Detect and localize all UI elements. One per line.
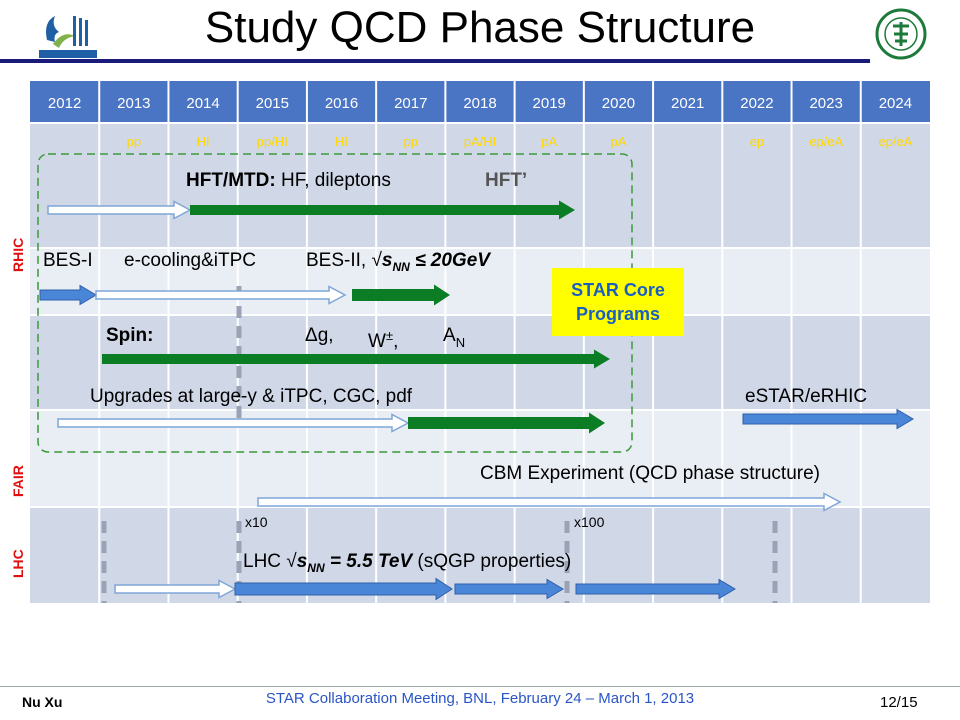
beam-species: pA/HI xyxy=(464,134,497,149)
blue-arrow xyxy=(39,284,97,306)
hft-prime-label: HFT’ xyxy=(485,170,528,191)
grid-row xyxy=(30,123,930,248)
footer-author: Nu Xu xyxy=(22,694,63,710)
green-arrow xyxy=(102,349,610,369)
footer-meeting: STAR Collaboration Meeting, BNL, Februar… xyxy=(265,690,695,707)
star-core-line2: Programs xyxy=(575,304,661,324)
beam-species: pA xyxy=(611,134,627,149)
blue-arrow xyxy=(575,578,736,600)
x10-label: x10 xyxy=(245,514,268,530)
beam-species: pA xyxy=(541,134,557,149)
timeline-grid: 2012 2013 2014 2015 2016 2017 2018 2019 2020 2021… xyxy=(30,81,930,603)
year-label: 2024 xyxy=(879,95,912,112)
upgrades-label: Upgrades at large-y & iTPC, CGC, pdf xyxy=(90,386,413,407)
x100-label: x100 xyxy=(574,514,605,530)
year-label: 2016 xyxy=(325,95,358,112)
beam-species: ep/eA xyxy=(878,134,912,149)
year-label: 2023 xyxy=(809,95,842,112)
delta-g-label: Δg, xyxy=(305,325,334,346)
footer-divider xyxy=(0,686,960,687)
lhc-energy-label: LHC √sNN = 5.5 TeV (sQGP properties) xyxy=(243,551,572,575)
ecooling-label: e-cooling&iTPC xyxy=(124,250,256,271)
year-label: 2022 xyxy=(740,95,773,112)
green-arrow xyxy=(408,412,605,434)
outline-arrow xyxy=(95,285,347,305)
year-label: 2018 xyxy=(463,95,496,112)
beam-species: HI xyxy=(335,134,348,149)
bes2-label: BES-II, √sNN ≤ 20GeV xyxy=(306,250,490,274)
outline-arrow xyxy=(57,413,410,433)
beam-species: pp xyxy=(404,134,418,149)
berkeley-lab-logo xyxy=(39,16,97,58)
title-underline xyxy=(0,59,870,63)
year-label: 2012 xyxy=(48,95,81,112)
hft-label: HFT/MTD: HF, dileptons xyxy=(186,170,391,191)
lhc-label: LHC xyxy=(10,549,26,578)
year-label: 2021 xyxy=(671,95,704,112)
star-core-line1: STAR Core xyxy=(571,280,665,300)
blue-arrow xyxy=(454,578,564,600)
outline-arrow xyxy=(257,492,842,512)
year-header xyxy=(30,81,930,123)
beam-species: pp xyxy=(127,134,141,149)
university-seal-logo xyxy=(875,8,927,60)
page-title: Study QCD Phase Structure xyxy=(204,3,756,52)
beam-species: HI xyxy=(197,134,210,149)
year-label: 2014 xyxy=(186,95,219,112)
year-label: 2019 xyxy=(533,95,566,112)
footer-page-number: 12/15 xyxy=(880,694,918,711)
outline-arrow xyxy=(114,579,237,599)
grid-row xyxy=(30,248,930,315)
green-arrow xyxy=(352,284,450,306)
bes1-label: BES-I xyxy=(43,250,93,271)
spin-label: Spin: xyxy=(106,325,154,346)
green-arrow xyxy=(190,200,575,220)
star-core-programs-box: STAR Core Programs xyxy=(552,268,684,336)
beam-species: ep/eA xyxy=(809,134,843,149)
cbm-label: CBM Experiment (QCD phase structure) xyxy=(480,463,820,484)
w-boson-label: W±, xyxy=(368,328,399,352)
blue-arrow xyxy=(234,577,453,601)
beam-species: ep xyxy=(750,134,764,149)
outline-arrow xyxy=(47,200,192,220)
blue-arrow xyxy=(742,408,914,430)
year-label: 2020 xyxy=(602,95,635,112)
an-label: AN xyxy=(443,325,466,350)
year-label: 2015 xyxy=(256,95,289,112)
year-label: 2017 xyxy=(394,95,427,112)
beam-species: pp/HI xyxy=(257,134,288,149)
year-label: 2013 xyxy=(117,95,150,112)
rhic-label: RHIC xyxy=(10,237,26,272)
fair-label: FAIR xyxy=(10,465,26,497)
estar-label: eSTAR/eRHIC xyxy=(745,386,868,407)
